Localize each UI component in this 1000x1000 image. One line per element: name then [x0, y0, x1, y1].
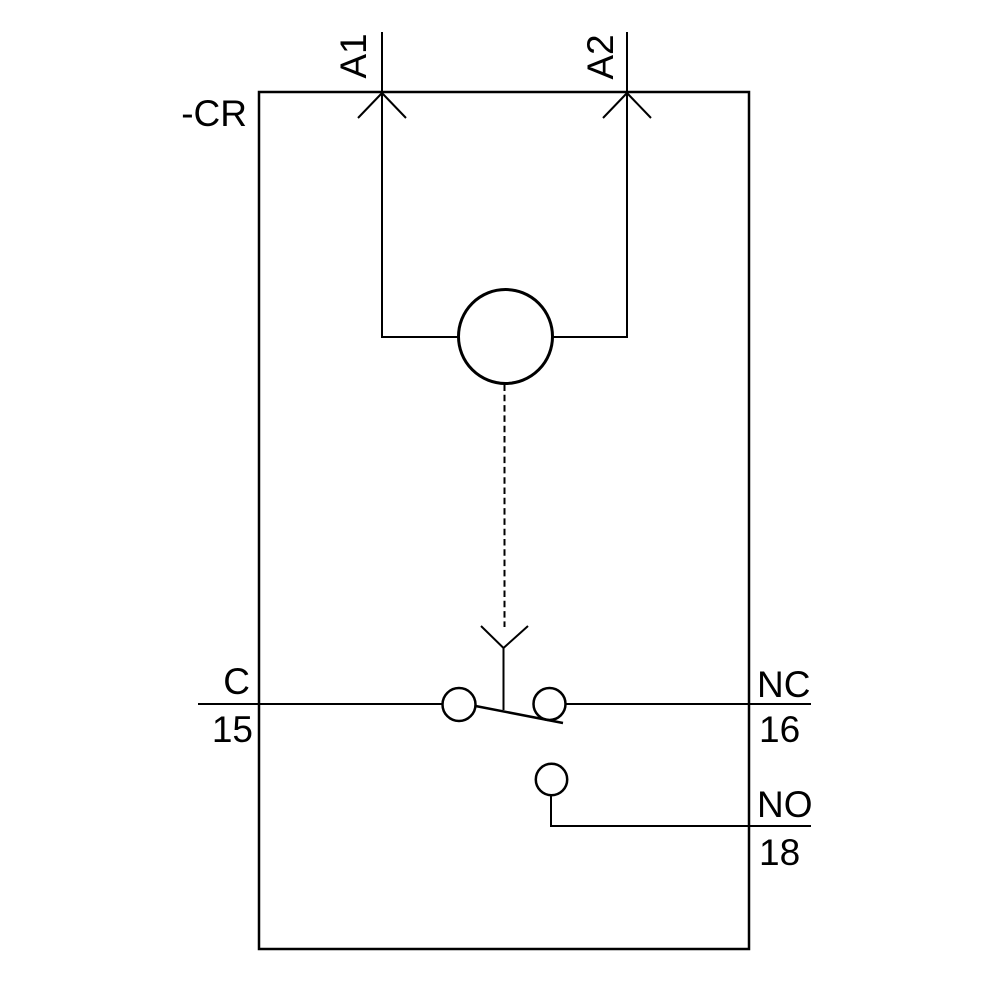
nc-contact-circle: [532, 686, 567, 722]
no-terminal-wire: [550, 795, 811, 827]
no-contact-circle: [534, 762, 569, 797]
coil-lead-a2: [552, 32, 628, 338]
no-terminal-number: 18: [759, 832, 800, 873]
nc-terminal-number: 16: [759, 709, 800, 750]
nc-contact-label: NC: [757, 664, 810, 705]
no-contact-label: NO: [757, 784, 813, 825]
coil-circle: [457, 288, 554, 385]
common-terminal-number: 15: [212, 709, 253, 750]
terminal-a2-label: A2: [580, 34, 621, 79]
terminal-a1-chevron-icon: [357, 91, 407, 119]
terminal-a1-label: A1: [333, 33, 374, 78]
common-contact-label: C: [223, 661, 250, 702]
mechanical-link-arrow-icon: [480, 625, 529, 650]
coil-lead-a1: [381, 32, 459, 338]
relay-body-outline: [257, 90, 751, 951]
terminal-a2-chevron-icon: [602, 91, 652, 119]
common-contact-circle: [441, 686, 477, 723]
device-designation-label: -CR: [181, 93, 247, 134]
